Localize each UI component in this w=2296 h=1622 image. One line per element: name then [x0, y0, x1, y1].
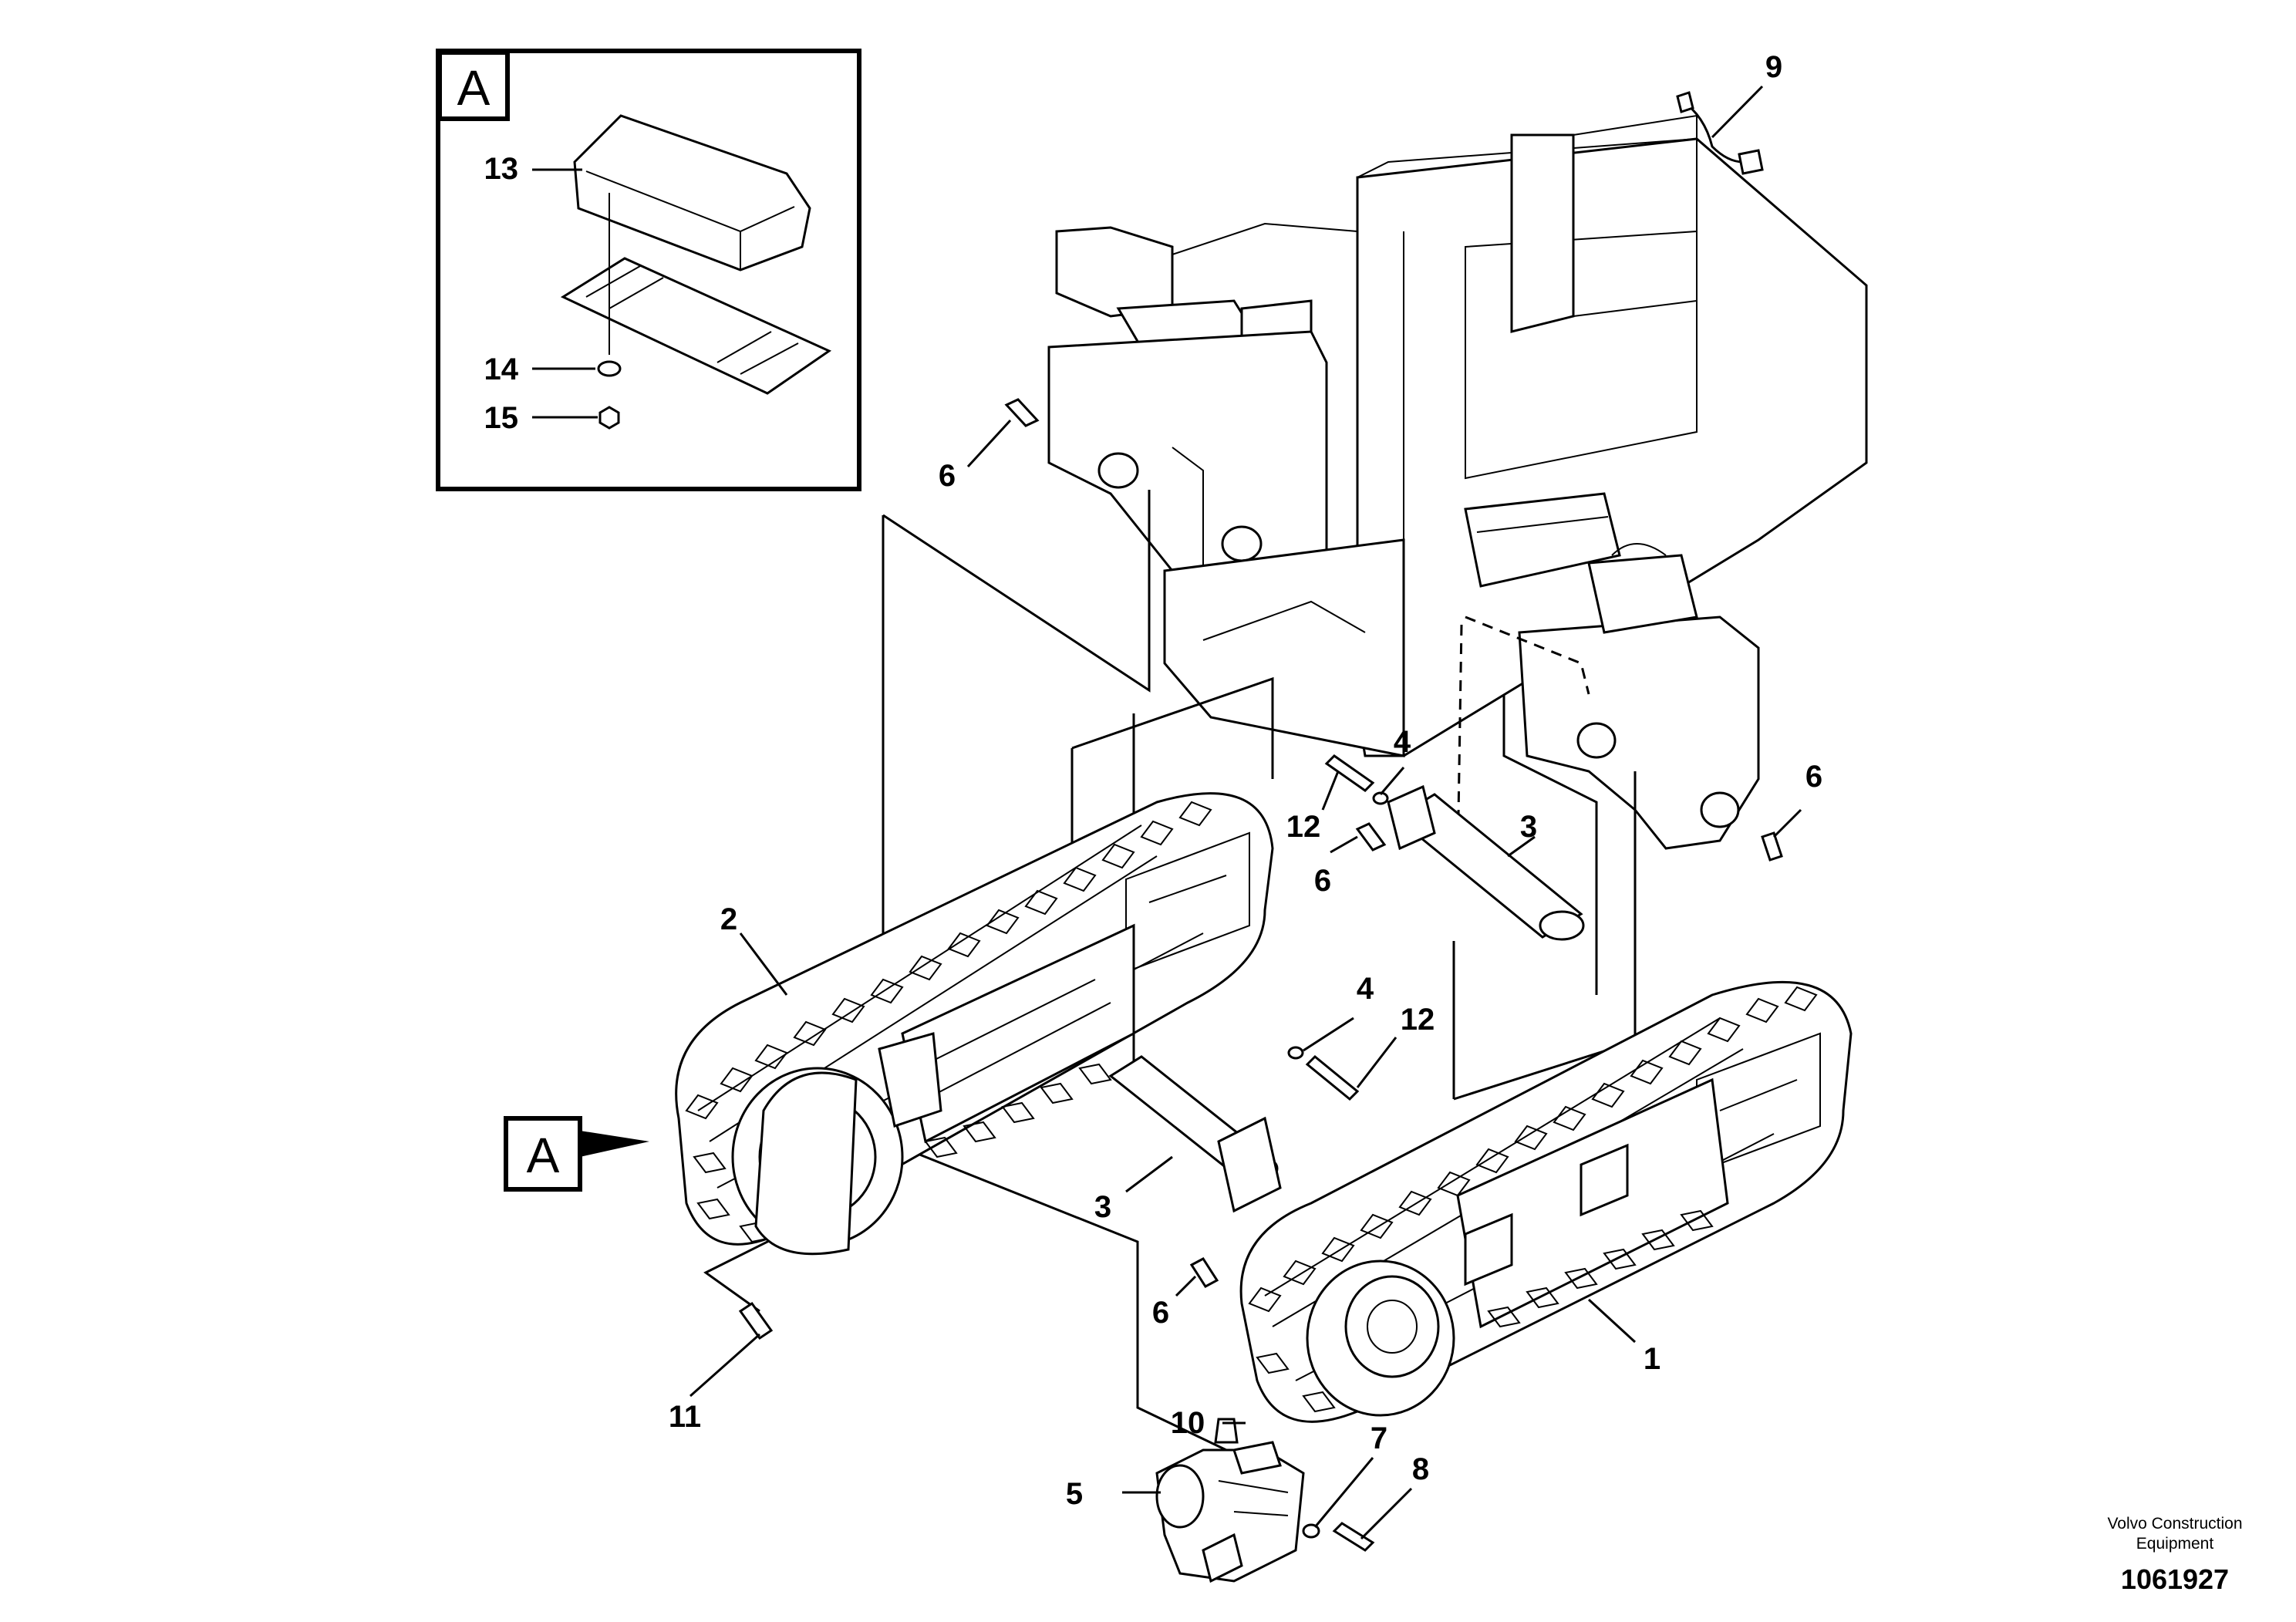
washer-lower — [1287, 1046, 1304, 1060]
grease-nipple-right — [1761, 831, 1783, 862]
grease-fitting — [738, 1301, 774, 1340]
credit-line-1: Volvo Construction — [2107, 1515, 2242, 1533]
callout-7: 7 — [1371, 1421, 1387, 1455]
left-track-assembly — [675, 792, 1274, 1256]
washer-upper — [1372, 791, 1389, 805]
callout-3-upper: 3 — [1520, 810, 1537, 844]
hydraulic-motor — [1155, 1441, 1305, 1583]
detail-a-pointer: A — [504, 1116, 649, 1192]
grease-nipple-mid — [1355, 822, 1387, 851]
callout-14: 14 — [484, 352, 519, 386]
callout-3-lower: 3 — [1094, 1190, 1111, 1224]
right-track-assembly — [1239, 980, 1853, 1423]
callout-6-top: 6 — [939, 459, 956, 493]
machine-frame — [1047, 114, 1868, 850]
plug — [1214, 1418, 1239, 1444]
callout-12-lower: 12 — [1401, 1003, 1435, 1037]
callout-11: 11 — [669, 1400, 701, 1434]
motor-bolt — [1332, 1522, 1375, 1552]
pivot-pin-lower — [1108, 1055, 1282, 1213]
callout-8: 8 — [1412, 1452, 1429, 1486]
drawing-number: 1061927 — [2121, 1563, 2229, 1595]
callout-6-mid: 6 — [1314, 864, 1331, 898]
callout-15: 15 — [484, 401, 519, 435]
callout-9: 9 — [1765, 50, 1782, 84]
callout-6-right: 6 — [1805, 760, 1822, 794]
title-block: Volvo Construction Equipment 1061927 — [2107, 1515, 2242, 1595]
detail-a-inset: A — [436, 49, 861, 491]
credit-line-2: Equipment — [2136, 1535, 2214, 1553]
washer-seal — [1302, 1523, 1320, 1539]
bolt-upper — [1324, 754, 1375, 792]
callout-1: 1 — [1644, 1342, 1660, 1376]
callout-13: 13 — [484, 152, 519, 186]
detail-a-pointer-label: A — [527, 1128, 560, 1183]
grease-nipple-top — [1004, 398, 1040, 427]
pivot-pin-upper — [1387, 784, 1585, 941]
nut — [598, 406, 620, 430]
callout-4-lower: 4 — [1357, 972, 1374, 1006]
callout-12-upper: 12 — [1286, 810, 1321, 844]
callout-10: 10 — [1171, 1406, 1205, 1440]
callout-5: 5 — [1066, 1477, 1083, 1511]
callout-2: 2 — [720, 902, 737, 936]
callout-6-bottom: 6 — [1152, 1296, 1169, 1330]
callout-labels: 13 14 15 9 6 4 12 6 3 6 2 4 12 3 6 1 11 … — [484, 50, 1823, 1511]
detail-a-box-label: A — [457, 60, 491, 116]
washer — [597, 360, 622, 377]
callout-4-upper: 4 — [1394, 725, 1411, 759]
sensor-cable — [1676, 91, 1764, 175]
callout-leaders — [689, 85, 1802, 1540]
grease-nipple-bottom — [1189, 1257, 1219, 1288]
track-shoe — [560, 257, 832, 395]
track-pad-cover — [573, 114, 811, 271]
bolt-lower — [1305, 1054, 1360, 1101]
